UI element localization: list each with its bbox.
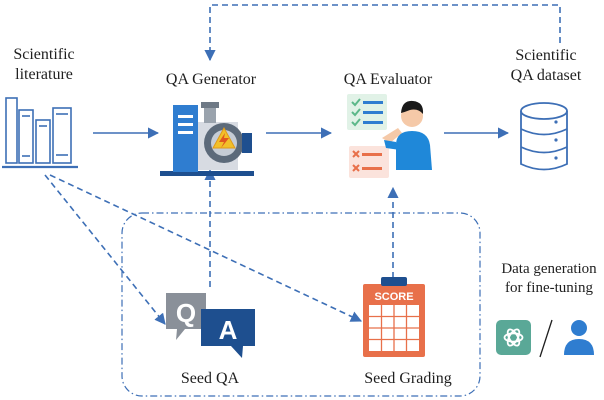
books-icon <box>2 97 78 169</box>
literature-label-line2: literature <box>15 66 73 83</box>
score-glyph: SCORE <box>374 291 413 303</box>
arrows <box>44 4 561 325</box>
arrow-literature-to-seedgrading <box>49 174 363 322</box>
q-glyph: Q <box>176 298 196 328</box>
person-icon <box>564 320 594 355</box>
checklist-person-icon <box>347 94 432 178</box>
generator-label: QA Generator <box>166 71 257 88</box>
or-separator <box>539 319 553 358</box>
dataset-label-line1: Scientific <box>515 47 576 64</box>
machine-icon <box>160 102 254 176</box>
arrow-literature-to-seedqa <box>44 174 166 325</box>
dataset-label-line2: QA dataset <box>511 67 582 84</box>
seed-grading-label: Seed Grading <box>364 370 452 387</box>
literature-label-line1: Scientific <box>13 46 74 63</box>
qa-bubbles-icon: Q A <box>166 293 255 358</box>
evaluator-label: QA Evaluator <box>344 71 433 88</box>
chatgpt-logo-icon <box>496 320 531 355</box>
a-glyph: A <box>219 315 238 345</box>
seed-qa-label: Seed QA <box>181 370 240 387</box>
finetune-label-line2: for fine-tuning <box>505 280 593 296</box>
feedback-loop-arrow <box>204 4 561 62</box>
database-icon <box>520 102 568 171</box>
finetune-label-line1: Data generation <box>501 261 597 277</box>
score-clipboard-icon: SCORE <box>363 277 425 357</box>
seed-region-box <box>121 212 481 397</box>
